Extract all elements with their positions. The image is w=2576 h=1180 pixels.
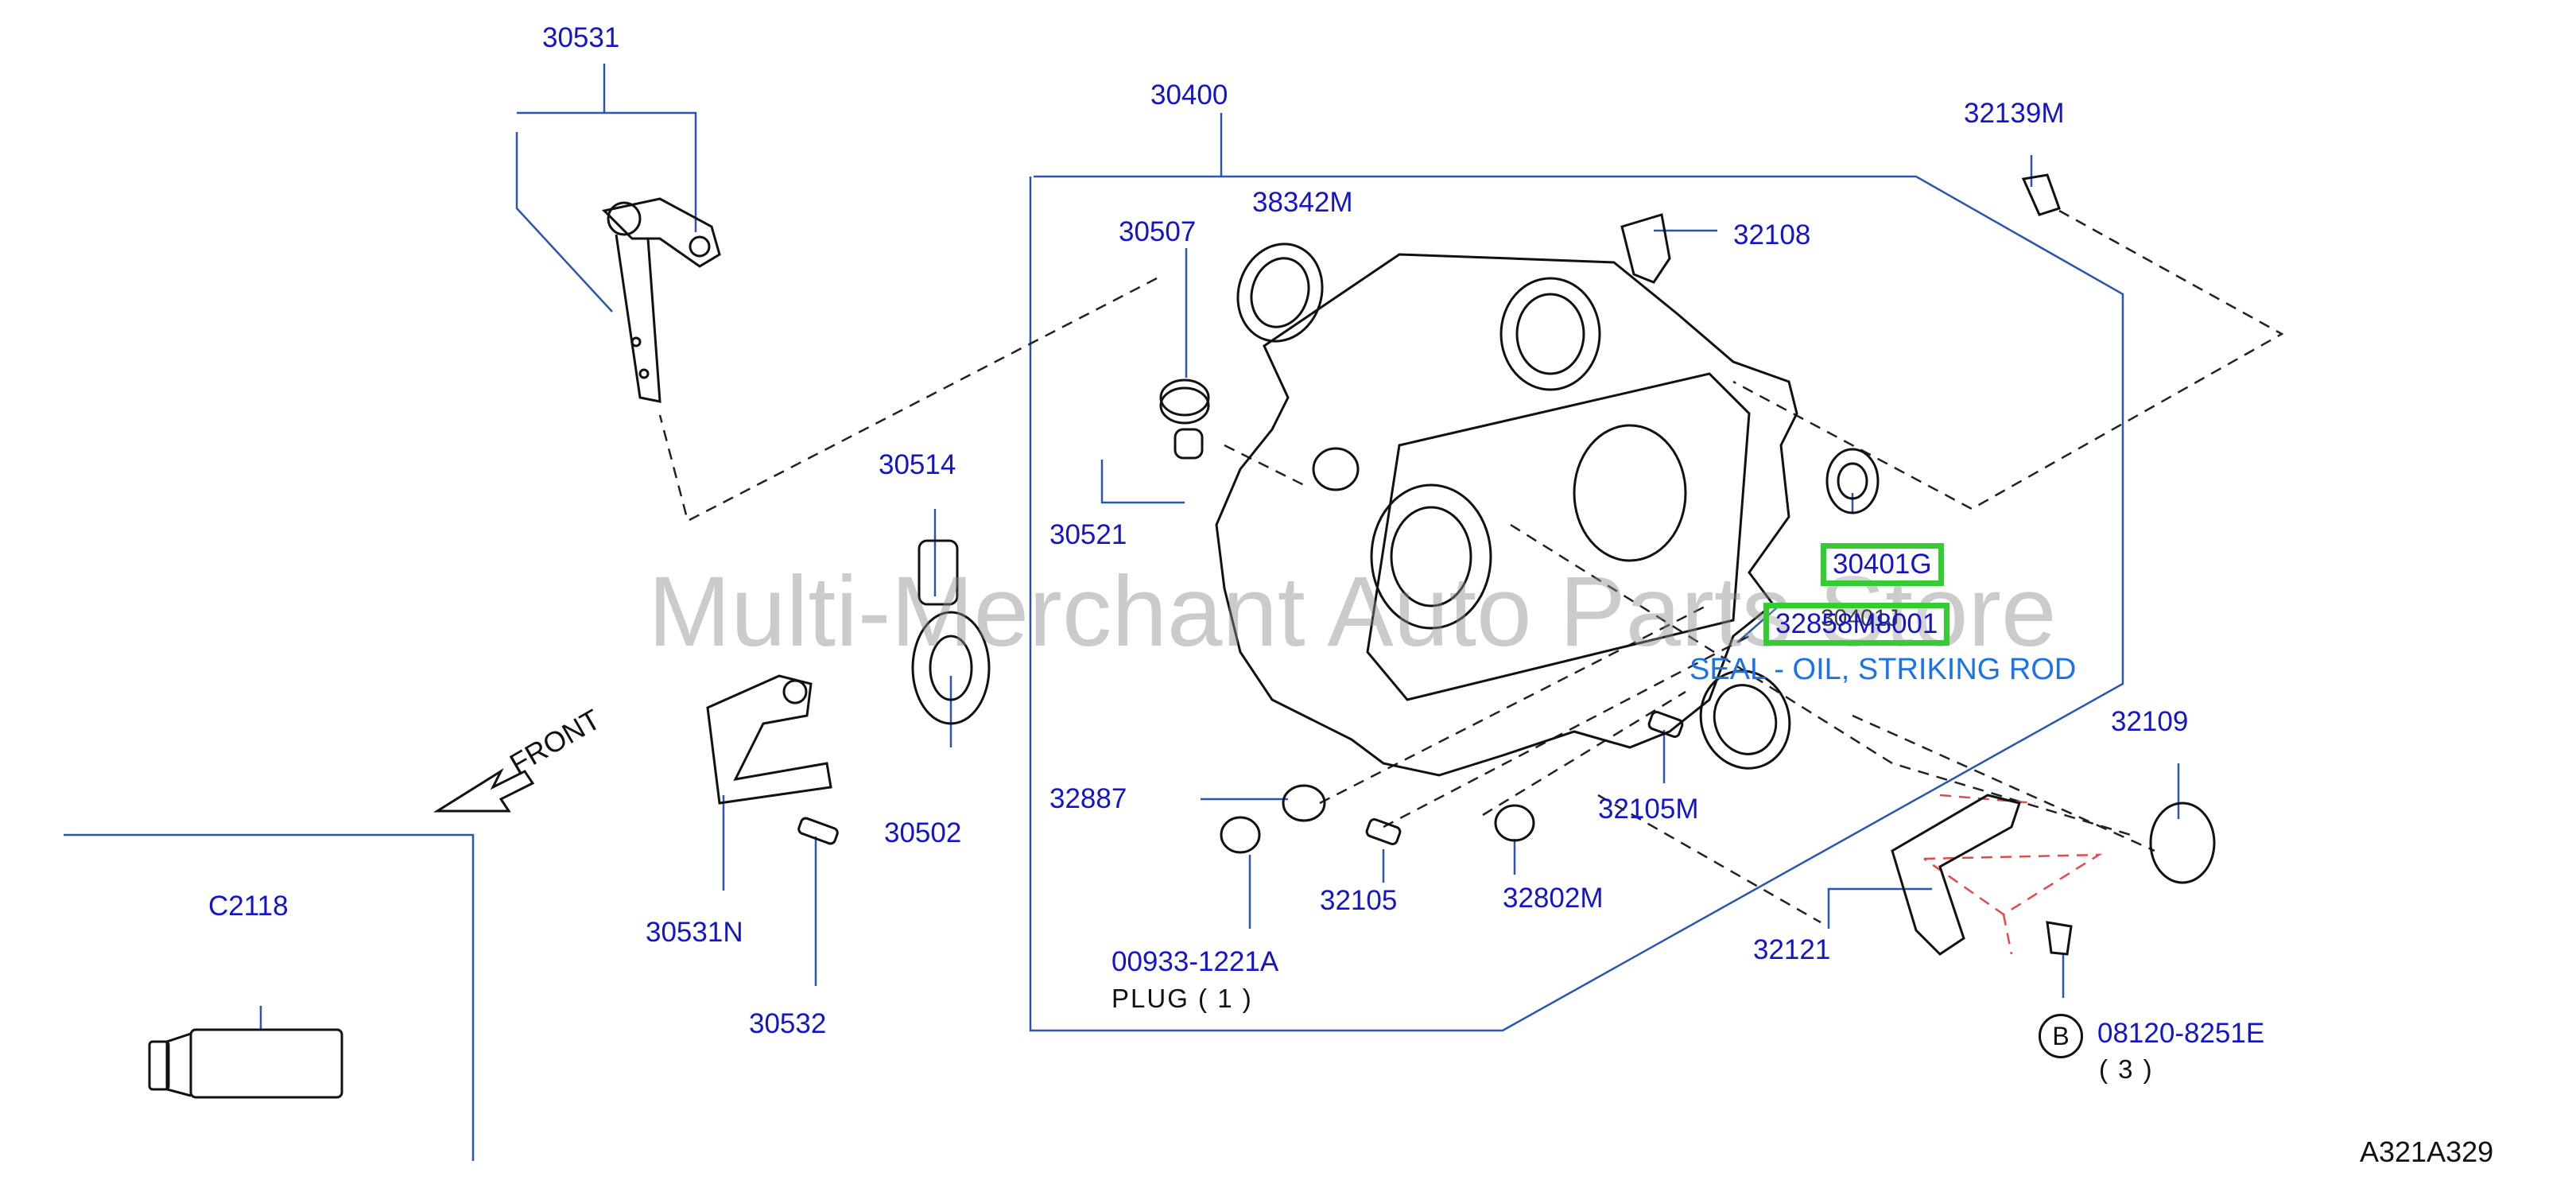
part-32109-shape	[2149, 802, 2216, 884]
part-30521-shape	[1174, 428, 1204, 460]
part-label-32109[interactable]: 32109	[2111, 706, 2189, 737]
part-32139M-shape	[2021, 173, 2061, 216]
part-label-38342M[interactable]: 38342M	[1252, 187, 1353, 218]
part-32121-shape	[1891, 794, 2021, 956]
part-label-32887[interactable]: 32887	[1049, 783, 1127, 814]
group-boundary-30400	[1029, 175, 2124, 1032]
part-32858M-shape	[1699, 670, 1791, 770]
part-label-32108[interactable]: 32108	[1733, 219, 1811, 250]
part-30531N-shape	[706, 674, 832, 805]
part-label-30401G[interactable]: 30401G	[1821, 543, 1944, 586]
part-label-30507[interactable]: 30507	[1119, 216, 1197, 247]
part-label-32105[interactable]: 32105	[1320, 885, 1398, 916]
part-label-30502[interactable]: 30502	[884, 817, 962, 848]
part-label-00933-1221A[interactable]: 00933-1221A	[1111, 946, 1279, 977]
part-32108-shape	[1620, 213, 1671, 284]
part-label-30400[interactable]: 30400	[1150, 80, 1228, 111]
part-30514-shape	[918, 539, 959, 606]
part-label-30401J[interactable]: 30401J	[1821, 605, 1899, 631]
front-arrow-icon	[433, 767, 535, 813]
part-30531-shape	[601, 197, 721, 403]
part-label-32105M[interactable]: 32105M	[1598, 794, 1699, 825]
part-C2118-shape	[148, 1028, 343, 1099]
part-32802M-shape	[1494, 804, 1535, 842]
part-30532-shape	[797, 817, 839, 845]
part-08120-shape	[2046, 921, 2073, 956]
part-label-30531N[interactable]: 30531N	[646, 917, 743, 948]
part-00933-shape	[1220, 816, 1261, 854]
part-32887-shape	[1282, 784, 1326, 822]
part-label-30521[interactable]: 30521	[1049, 519, 1127, 550]
part-label-08120-8251E[interactable]: 08120-8251E	[2097, 1018, 2265, 1049]
part-label-32858M8001[interactable]: 32858M8001	[1763, 603, 1950, 646]
part-label-32121[interactable]: 32121	[1753, 934, 1831, 965]
bolt-symbol-icon: B	[2039, 1014, 2083, 1058]
part-30507-shape	[1159, 378, 1210, 417]
diagram-reference-code: A321A329	[2360, 1135, 2494, 1168]
part-30502-shape	[911, 611, 991, 725]
plug-quantity-note: PLUG ( 1 )	[1111, 984, 1253, 1013]
part-32105M-shape	[1647, 711, 1684, 738]
part-32105-shape	[1365, 818, 1402, 845]
bolt-quantity-note: ( 3 )	[2099, 1054, 2154, 1084]
part-30400-shape	[1215, 253, 1798, 777]
part-label-C2118[interactable]: C2118	[208, 891, 289, 922]
part-label-30531[interactable]: 30531	[542, 22, 620, 53]
part-label-32802M[interactable]: 32802M	[1503, 883, 1604, 914]
part-label-30514[interactable]: 30514	[879, 449, 956, 480]
part-38342M-shape	[1236, 243, 1324, 343]
part-30401G-shape	[1825, 448, 1880, 514]
part-label-30532[interactable]: 30532	[749, 1008, 827, 1039]
selected-part-description: SEAL - OIL, STRIKING ROD	[1690, 653, 2077, 686]
part-label-32139M[interactable]: 32139M	[1964, 98, 2065, 129]
